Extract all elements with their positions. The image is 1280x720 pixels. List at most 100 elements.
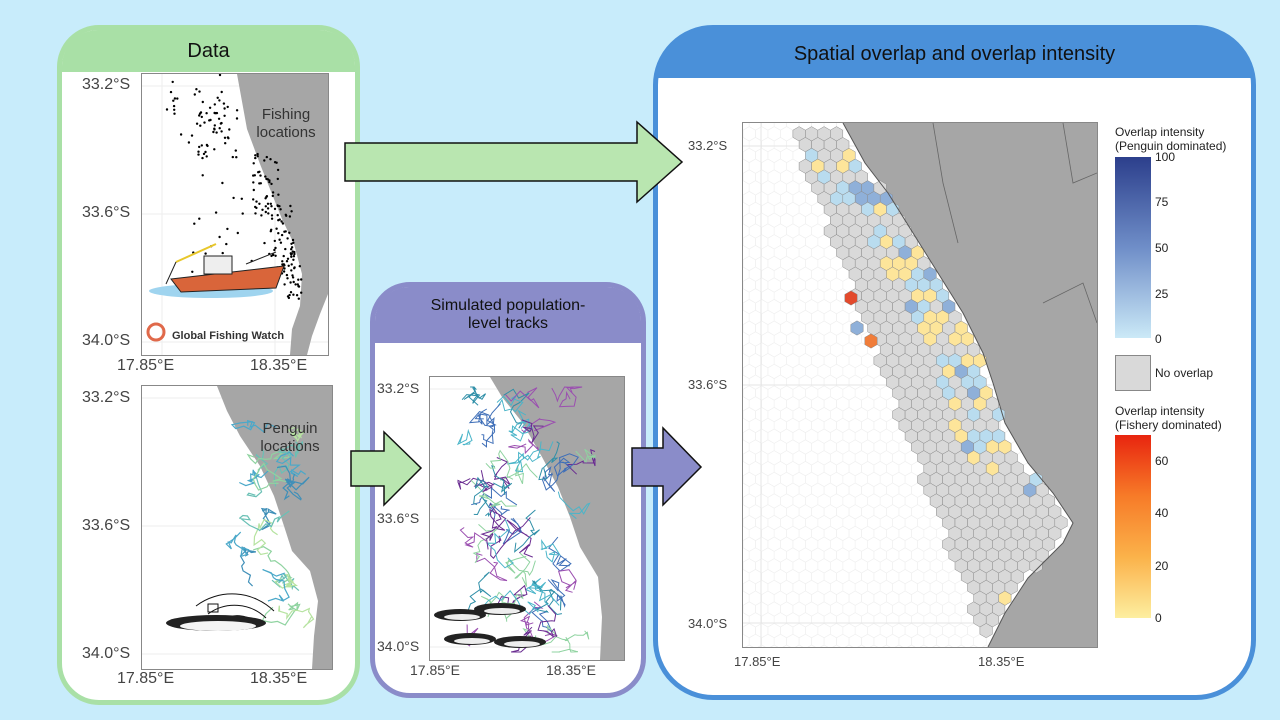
- background-hex: [805, 601, 819, 617]
- background-hex: [792, 450, 806, 466]
- simulated-track: [499, 462, 538, 485]
- background-hex: [817, 558, 831, 574]
- land-shape: [217, 386, 332, 669]
- simulated-track: [542, 453, 579, 491]
- background-hex: [811, 353, 825, 369]
- sim-x-tick: 17.85°E: [410, 662, 460, 678]
- background-hex: [817, 255, 831, 271]
- simulated-track: [505, 555, 536, 576]
- background-hex: [805, 515, 819, 531]
- simulated-track: [553, 457, 572, 477]
- fishing-point: [173, 112, 176, 115]
- background-hex: [911, 590, 925, 606]
- fishing-point: [289, 291, 293, 294]
- background-hex: [929, 536, 943, 552]
- background-hex: [954, 623, 968, 639]
- background-hex: [842, 601, 856, 617]
- simulated-track: [557, 569, 577, 593]
- background-hex: [780, 342, 794, 358]
- background-hex: [886, 525, 900, 541]
- legend-fishery-title-2: (Fishery dominated): [1115, 418, 1222, 432]
- background-hex: [867, 450, 881, 466]
- fishing-point: [205, 112, 208, 115]
- penguin-legend-tick: 50: [1155, 241, 1169, 255]
- fishing-point: [214, 112, 217, 115]
- background-hex: [817, 407, 831, 423]
- penguin-y-tick: 34.0°S: [82, 645, 131, 662]
- background-hex: [854, 623, 868, 639]
- background-hex: [911, 525, 925, 541]
- fishing-point: [263, 241, 266, 245]
- fishing-point: [268, 180, 271, 184]
- fishing-point: [190, 134, 194, 137]
- background-hex: [767, 191, 781, 207]
- background-hex: [755, 623, 769, 639]
- background-hex: [823, 461, 837, 477]
- background-hex: [767, 320, 781, 336]
- background-hex: [830, 471, 844, 487]
- background-hex: [743, 180, 750, 196]
- background-hex: [960, 633, 974, 647]
- fishing-point: [276, 177, 279, 181]
- background-hex: [879, 623, 893, 639]
- simulated-track: [557, 491, 591, 519]
- legend-penguin-title-2: (Penguin dominated): [1115, 139, 1227, 153]
- fishing-point: [208, 106, 212, 109]
- background-hex: [743, 266, 750, 282]
- fishing-point: [259, 174, 262, 177]
- fishing-point: [223, 114, 226, 117]
- background-hex: [767, 623, 781, 639]
- background-hex: [836, 612, 850, 628]
- fishing-point: [292, 258, 295, 261]
- background-hex: [780, 169, 794, 185]
- fishing-point: [270, 217, 274, 220]
- background-hex: [773, 569, 787, 585]
- penguin-tracks: [225, 419, 315, 629]
- background-hex: [805, 277, 819, 293]
- background-hex: [830, 515, 844, 531]
- background-hex: [755, 579, 769, 595]
- background-hex: [786, 439, 800, 455]
- simulated-track: [466, 571, 492, 615]
- fishing-point: [254, 156, 257, 160]
- background-hex: [743, 137, 750, 153]
- background-hex: [743, 579, 756, 595]
- background-hex: [767, 515, 781, 531]
- fishing-point: [270, 182, 273, 186]
- background-hex: [798, 569, 812, 585]
- background-hex: [817, 515, 831, 531]
- background-hex: [892, 536, 906, 552]
- background-hex: [936, 612, 950, 628]
- background-hex: [857, 644, 866, 647]
- fishing-point: [273, 239, 276, 243]
- background-hex: [743, 234, 756, 250]
- background-hex: [886, 547, 900, 563]
- fishing-point: [297, 297, 300, 300]
- background-hex: [805, 234, 819, 250]
- background-hex: [761, 223, 775, 239]
- background-hex: [886, 482, 900, 498]
- background-hex: [882, 644, 891, 647]
- fishing-map-svg: [142, 74, 328, 355]
- background-hex: [748, 331, 763, 347]
- background-hex: [867, 601, 881, 617]
- fishing-point: [201, 100, 204, 104]
- background-hex: [743, 331, 750, 347]
- overlap-panel-title: Spatial overlap and overlap intensity: [793, 42, 1116, 65]
- background-hex: [770, 644, 779, 647]
- background-hex: [786, 612, 800, 628]
- background-hex: [873, 417, 887, 433]
- background-hex: [767, 342, 781, 358]
- background-hex: [805, 255, 819, 271]
- background-hex: [823, 482, 837, 498]
- background-hex: [743, 558, 756, 574]
- fishing-label: Fishing locations: [256, 106, 316, 141]
- background-hex: [898, 482, 912, 498]
- fishing-point: [228, 128, 231, 131]
- background-hex: [904, 471, 918, 487]
- fishing-point: [179, 133, 183, 136]
- fishing-point: [295, 294, 299, 297]
- background-hex: [743, 504, 750, 520]
- penguin-legend-tick: 0: [1155, 332, 1162, 346]
- gfw-logo-icon: [146, 322, 166, 342]
